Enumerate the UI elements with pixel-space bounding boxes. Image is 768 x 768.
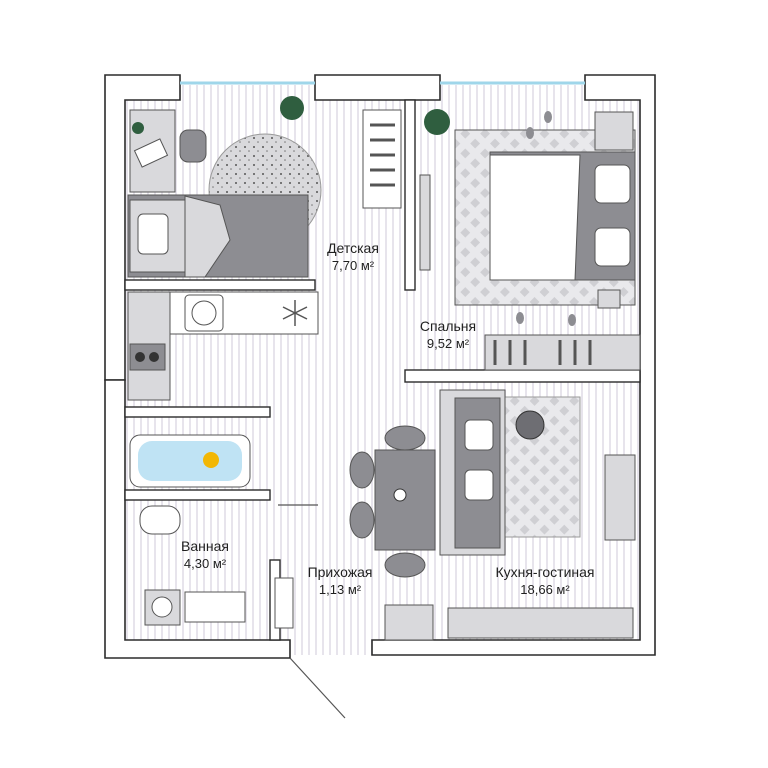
- room-label-kids: Детская 7,70 м²: [308, 240, 398, 274]
- room-label-bedroom: Спальня 9,52 м²: [403, 318, 493, 352]
- outer-walls: [104, 74, 656, 659]
- room-label-bathroom: Ванная 4,30 м²: [160, 538, 250, 572]
- doors: [278, 504, 346, 719]
- room-area: 18,66 м²: [520, 581, 570, 597]
- kids-furniture: [127, 96, 450, 278]
- room-area: 7,70 м²: [331, 257, 375, 273]
- room-label-kitchen-living: Кухня-гостиная 18,66 м²: [475, 564, 615, 598]
- living-furniture: [384, 389, 636, 641]
- plant-icon: [132, 96, 450, 135]
- room-label-hallway: Прихожая 1,13 м²: [295, 564, 385, 598]
- room-name: Прихожая: [307, 564, 373, 580]
- room-area: 9,52 м²: [426, 335, 470, 351]
- room-name: Кухня-гостиная: [495, 564, 595, 580]
- room-area: 1,13 м²: [318, 581, 362, 597]
- room-area: 4,30 м²: [183, 555, 227, 571]
- bedroom-furniture: [419, 111, 641, 371]
- room-name: Спальня: [419, 318, 477, 334]
- snowflake-icon: [282, 300, 308, 326]
- room-name: Детская: [327, 240, 379, 256]
- kitchen-counter: [127, 291, 319, 401]
- bathroom-fixtures: [129, 434, 294, 629]
- dining-set: [349, 425, 436, 578]
- room-name: Ванная: [181, 538, 229, 554]
